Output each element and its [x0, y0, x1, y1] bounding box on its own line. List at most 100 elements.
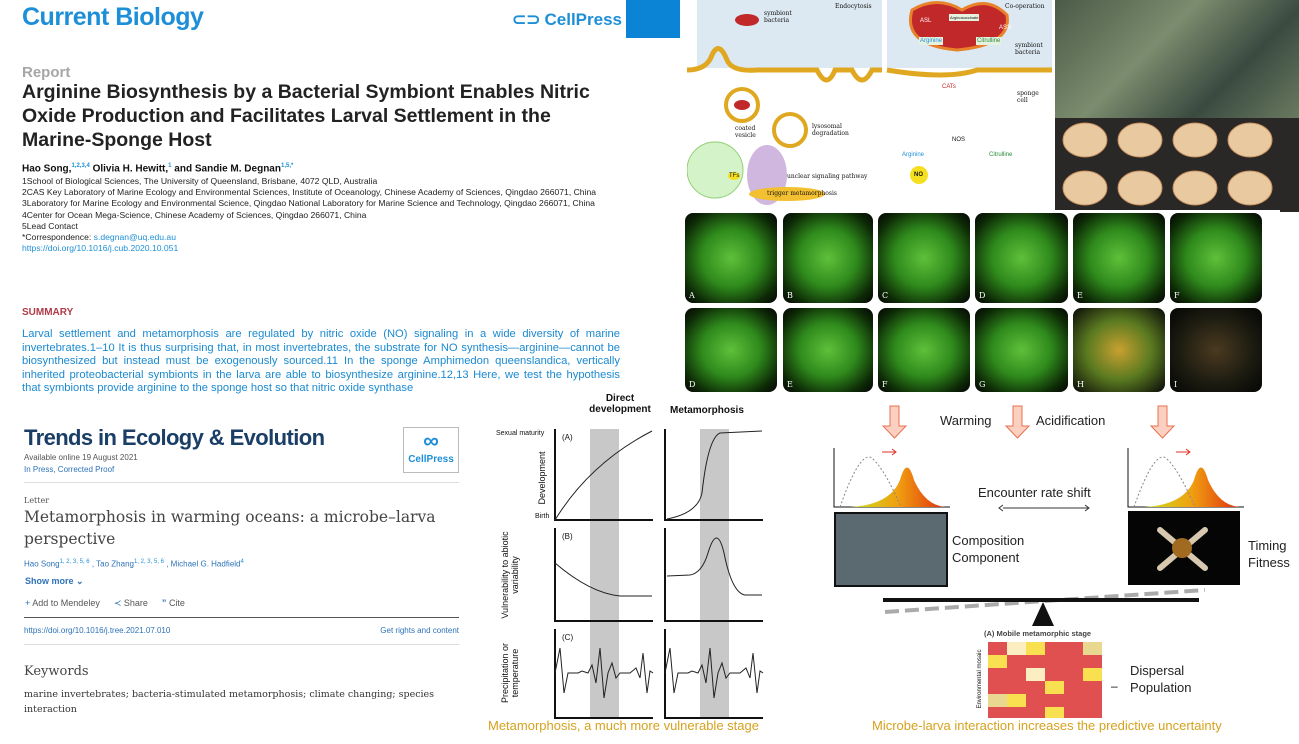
chevron-down-icon: ⌄ [76, 576, 84, 586]
keywords-list: marine invertebrates; bacteria-stimulate… [24, 689, 435, 715]
axis [554, 528, 653, 622]
shift-arrow-icon [882, 448, 897, 456]
arginine-label: Arginine [902, 152, 925, 158]
nos-label: NOS [952, 137, 966, 143]
cellpress-icon: ⊂⊃ [512, 10, 541, 29]
show-more-button[interactable]: Show more ⌄ [25, 576, 84, 587]
article-type: Report [22, 64, 71, 81]
share-label: Share [123, 598, 148, 608]
keywords-heading: Keywords [24, 664, 89, 679]
doi-link[interactable]: https://doi.org/10.1016/j.cub.2020.10.05… [22, 243, 179, 254]
micrograph-panel: D [685, 308, 777, 392]
direct-vulnerability-curve [554, 562, 652, 597]
panel-label: H [1077, 380, 1084, 389]
doi-link[interactable]: https://doi.org/10.1016/j.tree.2021.07.0… [24, 626, 171, 635]
population-label: Population [1130, 680, 1192, 695]
micrograph-panel: H [1073, 308, 1165, 392]
panel-label: I [1174, 380, 1178, 389]
share-button[interactable]: ≺ Share [114, 598, 148, 609]
article-title: Metamorphosis in warming oceans: a micro… [24, 508, 436, 548]
coated-vesicle-label: coated vesicle [735, 125, 756, 139]
panel-label: E [1077, 291, 1083, 300]
no-label: NO [914, 172, 923, 178]
ylabel-precipitation: Precipitation or temperature [500, 642, 520, 704]
sponge-cell-label: sponge cell [1017, 90, 1039, 104]
panel-label: D [979, 291, 986, 300]
panel-label: E [787, 380, 793, 389]
cellpress-logo: ∞CellPress [403, 427, 459, 473]
down-arrow-icon [1004, 405, 1031, 439]
panel-label: D [689, 380, 696, 389]
microbe-image [834, 512, 948, 587]
blue-square-decoration [626, 0, 680, 38]
article-title: Arginine Biosynthesis by a Bacterial Sym… [22, 81, 590, 151]
micrograph-panel: I [1170, 308, 1262, 392]
window-shading [700, 429, 729, 717]
micrograph-panel: E [783, 308, 873, 392]
publisher-name: CellPress [408, 454, 454, 465]
fulcrum [1032, 602, 1054, 626]
cite-button[interactable]: ” Cite [162, 598, 185, 609]
author[interactable]: Hao Song [24, 559, 60, 569]
author-sup: 1, 2, 3, 5, 6 [59, 559, 90, 565]
show-more-label: Show more [25, 576, 74, 586]
micrograph-panel: C [878, 213, 970, 303]
trigger-label: trigger metamorphosis [767, 190, 837, 197]
share-icon: ≺ [113, 598, 122, 608]
status-link[interactable]: In Press, Corrected Proof [24, 465, 115, 474]
author-list: Hao Song,1,2,3,4 Olivia H. Hewitt,1 and … [22, 163, 293, 174]
direct-development-curve [554, 430, 653, 521]
add-mendeley-button[interactable]: + Add to Mendeley [25, 598, 100, 609]
affiliation: 1School of Biological Sciences, The Univ… [22, 176, 378, 186]
divider [24, 482, 459, 483]
climate-figure: Warming Acidification Encounter rate shi… [810, 400, 1299, 744]
ylabel-vulnerability: Vulnerability to abiotic variability [500, 531, 520, 619]
citrulline-box: Citrulline [976, 37, 1002, 45]
panel-b-label: (B) [562, 532, 573, 541]
rights-link[interactable]: Get rights and content [380, 626, 459, 635]
author-list[interactable]: Hao Song1, 2, 3, 5, 6 , Tao Zhang1, 2, 3… [24, 559, 244, 569]
asl-label: ASL [920, 18, 932, 24]
argsucc-label: Arginosuccinate [949, 14, 980, 21]
author[interactable]: , Michael G. Hadfield [166, 559, 241, 569]
correspondence-label: *Correspondence: [22, 232, 94, 243]
metamorphosis-development-curve [666, 430, 763, 520]
panel-label: F [882, 380, 888, 389]
endocytosis-label: Endocytosis [835, 3, 872, 10]
panel-c-label: (C) [562, 633, 574, 642]
cooperation-label: Co-operation [1005, 3, 1045, 10]
encounter-label: Encounter rate shift [978, 485, 1091, 500]
author-sup: 4 [240, 559, 244, 565]
panel-label: A [689, 291, 695, 300]
axis [664, 528, 763, 622]
affiliation: 2CAS Key Laboratory of Marine Ecology an… [22, 187, 597, 198]
micrograph-panel: E [1073, 213, 1165, 303]
quote-icon: ” [161, 598, 167, 608]
micrograph-panel: B [783, 213, 873, 303]
panel-label: F [1174, 291, 1180, 300]
cellpress-icon: ∞ [423, 428, 439, 453]
shifted-distribution [1144, 467, 1239, 507]
lysosomal-label: lysosomal degradation [812, 123, 849, 137]
warming-label: Warming [940, 413, 992, 428]
author: Hao Song, [22, 163, 72, 175]
plus-icon: + [25, 598, 31, 608]
author-sup: 1, 2, 3, 5, 6 [133, 559, 164, 565]
micrograph-panel: G [975, 308, 1068, 392]
micrograph-panel: F [1170, 213, 1262, 303]
affiliation: 3Laboratory for Marine Ecology and Envir… [22, 198, 595, 209]
column-heading-metamorphosis: Metamorphosis [670, 405, 744, 416]
cellpress-logo: ⊂⊃CellPress [512, 10, 622, 30]
pathway-illustration [686, 0, 1052, 205]
author[interactable]: , Tao Zhang [91, 559, 134, 569]
clam-shells-photo [1055, 118, 1299, 212]
author-sup: 1,5,* [280, 163, 294, 169]
acidification-label: Acidification [1036, 413, 1106, 428]
email-link[interactable]: s.degnan@uq.edu.au [93, 232, 176, 243]
panel-label: G [979, 380, 986, 389]
axis [664, 429, 763, 521]
micrograph-panel: D [975, 213, 1068, 303]
arginine-box: Arginine [919, 37, 944, 45]
figure-caption: Microbe-larva interaction increases the … [872, 718, 1222, 733]
available-date: Available online 19 August 2021 [24, 453, 138, 462]
